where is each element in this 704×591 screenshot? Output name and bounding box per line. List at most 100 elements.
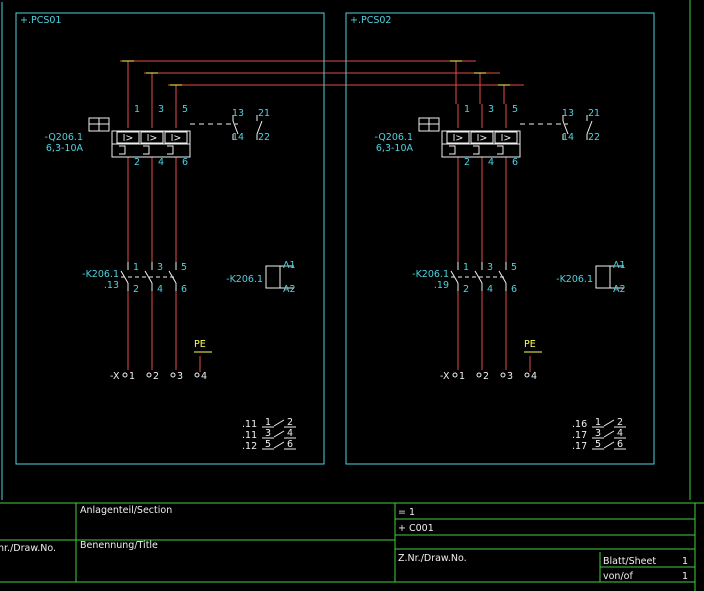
aux-no-blade [562, 120, 569, 135]
terminal-point [452, 372, 458, 378]
contact-bottom-terminal: 4 [487, 284, 493, 295]
terminal-strip-tag: -X [110, 371, 120, 382]
contact-bottom-terminal: 4 [157, 284, 163, 295]
terminal-point [500, 372, 506, 378]
coil-tag: -K206.1 [556, 274, 593, 285]
trip-element [494, 131, 518, 144]
terminal-point [122, 372, 128, 378]
contactor-ref: .19 [434, 280, 449, 291]
terminal-number: 3 [507, 371, 513, 382]
contact-bottom-terminal: 2 [133, 284, 139, 295]
cross-contact-right: 4 [617, 428, 623, 439]
cross-ref-location: .12 [242, 441, 257, 452]
trip-symbol-text: I> [477, 133, 488, 144]
breaker-top-terminal: 1 [134, 104, 140, 115]
breaker-bottom-terminal: 2 [134, 157, 140, 168]
coil-terminal-a2: A2 [613, 284, 626, 295]
circuit-breaker-q206: I>12I>34I>56-Q206.16,3-10A [45, 104, 238, 168]
coil-terminal-a1: A1 [613, 260, 626, 271]
contact-bottom-terminal: 6 [511, 284, 517, 295]
contact-top-terminal: 5 [511, 262, 517, 273]
thermal-element [497, 145, 504, 155]
contactor-tag: -K206.1 [412, 269, 449, 280]
terminal-number: 1 [129, 371, 135, 382]
coil-body [595, 265, 611, 289]
aux-no-blade [232, 120, 239, 135]
trip-element [116, 131, 140, 144]
aux-terminal-21: 21 [258, 108, 270, 119]
terminal-strip-x: -X 1 2 3 4 [110, 371, 207, 382]
cross-contact-left: 1 [595, 417, 601, 428]
thermal-element [167, 145, 174, 155]
pe-label: PE [524, 339, 536, 350]
title-block: Anlagenteil/SectionBenennung/Titlenr./Dr… [0, 502, 704, 591]
panel-title: +.PCS01 [20, 15, 61, 26]
terminal-point [476, 372, 482, 378]
terminal-point [194, 372, 200, 378]
aux-terminal-13: 13 [232, 108, 244, 119]
breaker-top-terminal: 3 [488, 104, 494, 115]
tb-title-label: Benennung/Title [80, 540, 158, 551]
cross-blade [603, 441, 615, 449]
cross-contact-right: 6 [617, 439, 623, 450]
cross-ref-location: .11 [242, 419, 257, 430]
pe-label: PE [194, 339, 206, 350]
panel-title: +.PCS02 [350, 15, 391, 26]
contact-top-terminal: 1 [463, 262, 469, 273]
tb-drawno-label: Z.Nr./Draw.No. [398, 553, 467, 564]
panel-frame [15, 12, 325, 465]
contact-bottom-terminal: 2 [463, 284, 469, 295]
tb-location-field: + C001 [398, 523, 434, 534]
contactor-tag: -K206.1 [82, 269, 119, 280]
cross-ref-location: .16 [572, 419, 587, 430]
cross-blade [603, 430, 615, 438]
aux-nc-blade [256, 120, 263, 135]
tb-sheet-label: Blatt/Sheet [603, 556, 656, 567]
contact-bottom-terminal: 6 [181, 284, 187, 295]
cross-blade [603, 419, 615, 427]
cross-contact-right: 6 [287, 439, 293, 450]
cross-contact-left: 3 [265, 428, 271, 439]
cross-ref-location: .17 [572, 441, 587, 452]
cross-blade [273, 441, 285, 449]
thermal-element [143, 145, 150, 155]
trip-symbol-text: I> [501, 133, 512, 144]
breaker-bottom-terminal: 4 [488, 157, 494, 168]
contact-blade [474, 270, 483, 284]
cross-blade [273, 419, 285, 427]
cross-ref-location: .17 [572, 430, 587, 441]
terminal-number: 4 [201, 371, 207, 382]
aux-nc-blade [586, 120, 593, 135]
aux-terminal-14: 14 [562, 132, 574, 143]
panel-frame [345, 12, 655, 465]
cross-contact-right: 4 [287, 428, 293, 439]
tb-of-value: 1 [682, 571, 688, 582]
trip-element [140, 131, 164, 144]
aux-terminal-22: 22 [588, 132, 600, 143]
terminal-number: 3 [177, 371, 183, 382]
trip-symbol-text: I> [147, 133, 158, 144]
breaker-bottom-terminal: 6 [182, 157, 188, 168]
terminal-number: 1 [459, 371, 465, 382]
breaker-bottom-terminal: 6 [512, 157, 518, 168]
tb-sheet-value: 1 [682, 556, 688, 567]
cross-ref-location: .11 [242, 430, 257, 441]
aux-terminal-13: 13 [562, 108, 574, 119]
cross-contact-left: 5 [265, 439, 271, 450]
terminal-number: 2 [153, 371, 159, 382]
cross-contact-left: 3 [595, 428, 601, 439]
circuit-breaker-q206: I>12I>34I>56-Q206.16,3-10A [375, 104, 568, 168]
aux-terminal-22: 22 [258, 132, 270, 143]
tb-section-label: Anlagenteil/Section [80, 505, 172, 516]
tb-eq-field: = 1 [398, 507, 415, 518]
